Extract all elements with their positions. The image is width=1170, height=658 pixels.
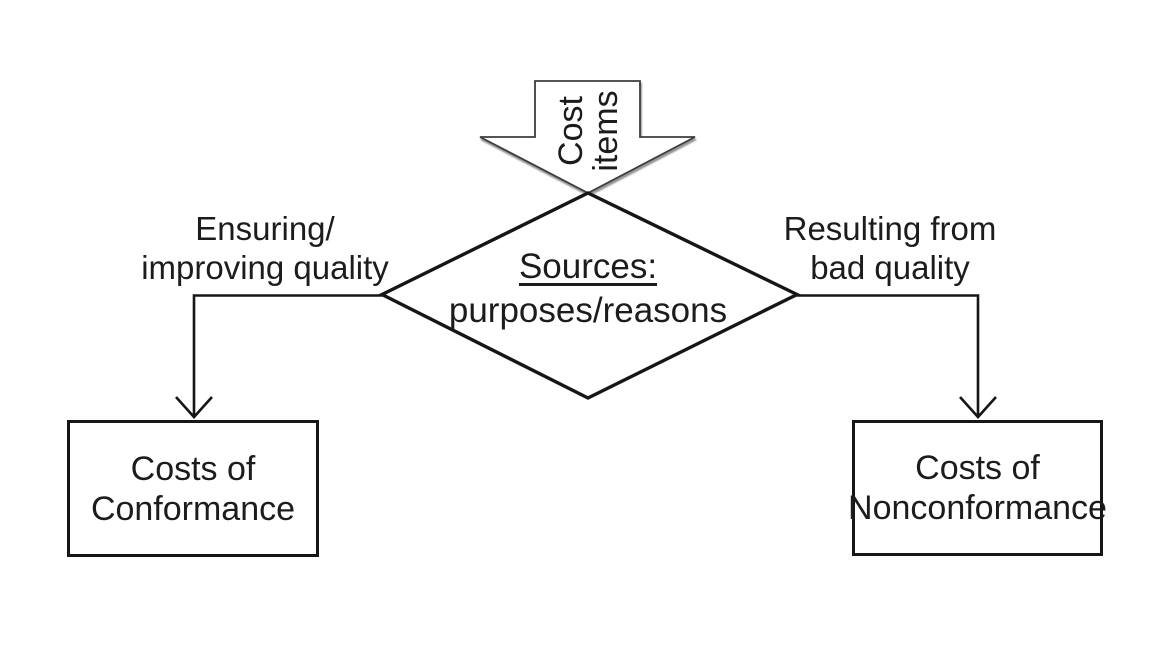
- left-connector-arrowhead: [175, 396, 213, 419]
- left-branch-label: Ensuring/ improving quality: [85, 209, 445, 287]
- cost-items-label-line1: Cost: [552, 96, 590, 166]
- cost-items-label-line2: items: [587, 90, 625, 172]
- sources-diamond-shape: [378, 191, 801, 400]
- left-connector-line: [192, 294, 384, 415]
- right-branch-label-line2: bad quality: [810, 249, 970, 286]
- right-branch-label: Resulting from bad quality: [710, 209, 1070, 287]
- right-connector-arrowhead: [959, 396, 997, 419]
- right-branch-label-line1: Resulting from: [783, 210, 997, 247]
- left-branch-label-line1: Ensuring/: [195, 210, 335, 247]
- sources-diamond-label: Sources: purposes/reasons: [413, 245, 763, 333]
- costs-of-conformance-box: Costs of Conformance: [67, 420, 319, 557]
- nonconformance-box-line2: Nonconformance: [848, 489, 1107, 527]
- conformance-box-line2: Conformance: [90, 489, 296, 528]
- conformance-box-line1: Costs of: [130, 449, 256, 488]
- nonconformance-box-line1: Costs of: [915, 449, 1040, 487]
- cost-items-down-arrow-shape: [479, 80, 696, 195]
- left-branch-label-line2: improving quality: [141, 249, 389, 286]
- cost-items-label: Cost items: [552, 51, 625, 211]
- costs-of-nonconformance-box: Costs of Nonconformance: [848, 420, 1107, 556]
- diamond-title: Sources:: [518, 247, 658, 286]
- diamond-subtitle: purposes/reasons: [448, 291, 728, 330]
- right-connector-line: [796, 294, 980, 415]
